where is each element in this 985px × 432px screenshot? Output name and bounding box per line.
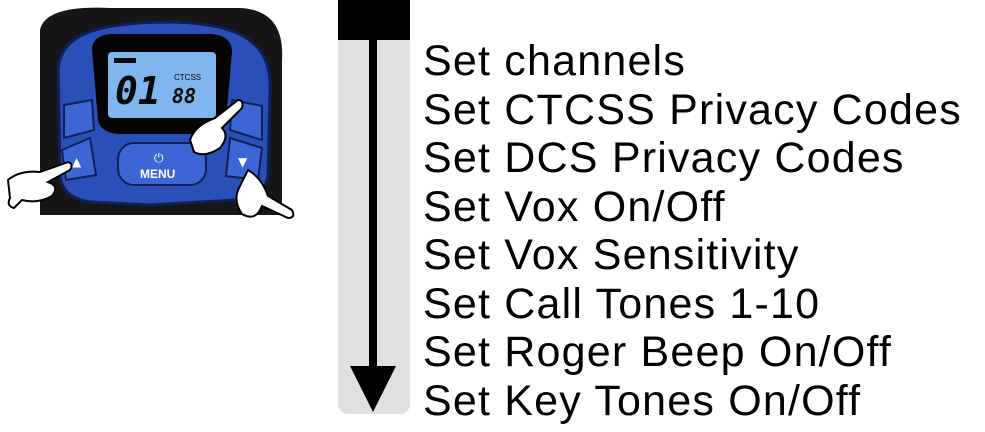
menu-item-set-vox-sensitivity: Set Vox Sensitivity xyxy=(423,231,800,279)
menu-item-set-ctcss-codes: Set CTCSS Privacy Codes xyxy=(423,85,962,134)
menu-settings-list: Set channels Set CTCSS Privacy Codes Set… xyxy=(423,37,962,425)
lcd-channel-number: 01 xyxy=(115,69,161,113)
lcd-battery-indicator xyxy=(114,58,136,63)
menu-button-label: MENU xyxy=(140,167,175,181)
down-arrow-icon xyxy=(350,366,396,412)
menu-item-set-roger-beep: Set Roger Beep On/Off xyxy=(423,328,892,376)
menu-button[interactable] xyxy=(117,142,207,186)
power-icon: ⏻ xyxy=(154,151,164,165)
left-key[interactable] xyxy=(63,98,96,140)
lcd-code-type: CTCSS xyxy=(174,73,201,82)
menu-item-set-key-tones: Set Key Tones On/Off xyxy=(423,376,862,425)
menu-item-set-dcs-codes: Set DCS Privacy Codes xyxy=(423,134,905,182)
pointing-hand-icon xyxy=(6,98,295,220)
radio-illustration: 01 CTCSS 88 ▲ ▼ ⏻ MENU xyxy=(6,7,295,220)
lcd-code-number: 88 xyxy=(172,84,196,108)
up-key-icon: ▲ xyxy=(72,155,82,169)
arrow-cap xyxy=(338,0,410,40)
lcd-screen xyxy=(108,52,216,118)
menu-item-set-vox: Set Vox On/Off xyxy=(423,182,726,231)
down-key-icon: ▼ xyxy=(238,155,248,169)
menu-item-set-channels: Set channels xyxy=(423,37,687,85)
down-arrow-shaft xyxy=(369,36,377,376)
menu-item-set-call-tones: Set Call Tones 1-10 xyxy=(423,279,821,328)
